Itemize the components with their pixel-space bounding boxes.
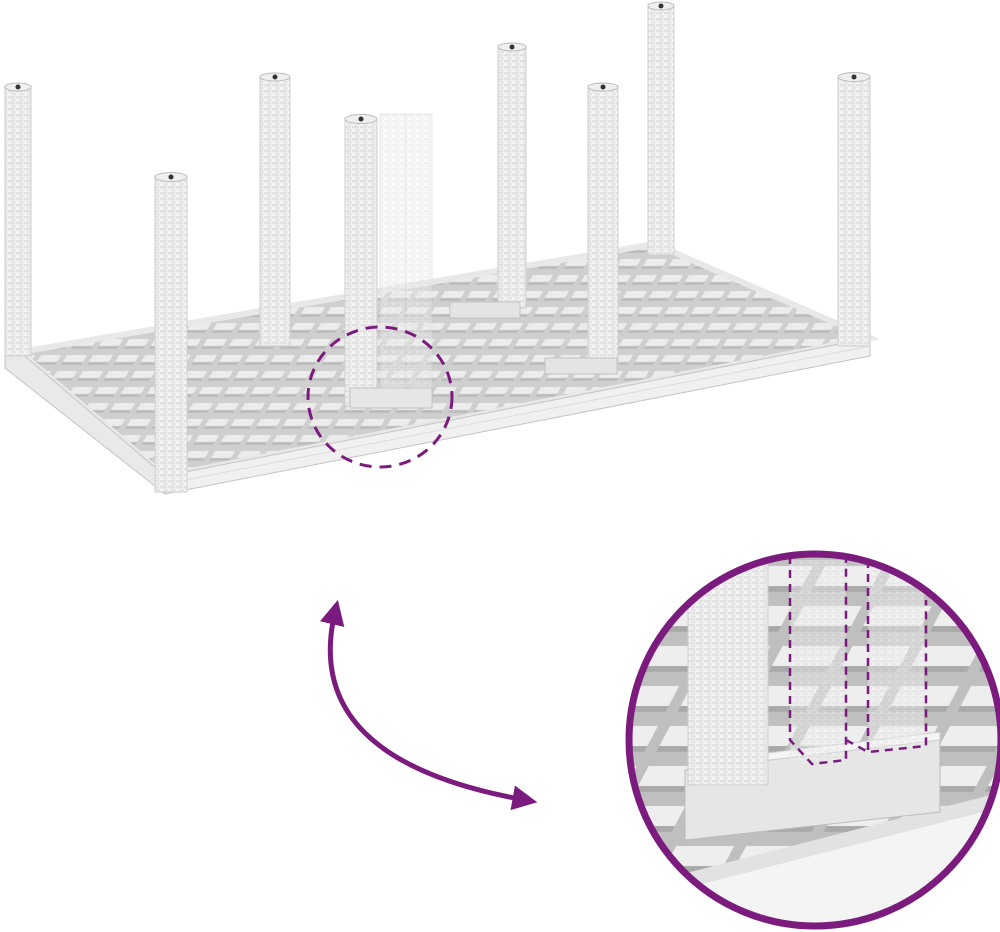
post-callout-post [344, 114, 433, 409]
post-back-right-tall [647, 1, 675, 256]
post-hidden-pair [379, 113, 433, 393]
zoom-detail [625, 550, 1000, 930]
post-back-center [449, 42, 527, 319]
posts [4, 1, 871, 493]
post-front-corner [154, 172, 188, 493]
post-far-right [837, 72, 871, 347]
post-center-right [544, 82, 619, 375]
zoom-circle-border [625, 550, 1000, 930]
post-back-left [259, 72, 291, 347]
post-front-left-corner [4, 82, 32, 357]
rotate-arrow-icon [319, 599, 538, 811]
pallet-base [4, 240, 881, 496]
callout-indicator-circle [306, 325, 454, 469]
